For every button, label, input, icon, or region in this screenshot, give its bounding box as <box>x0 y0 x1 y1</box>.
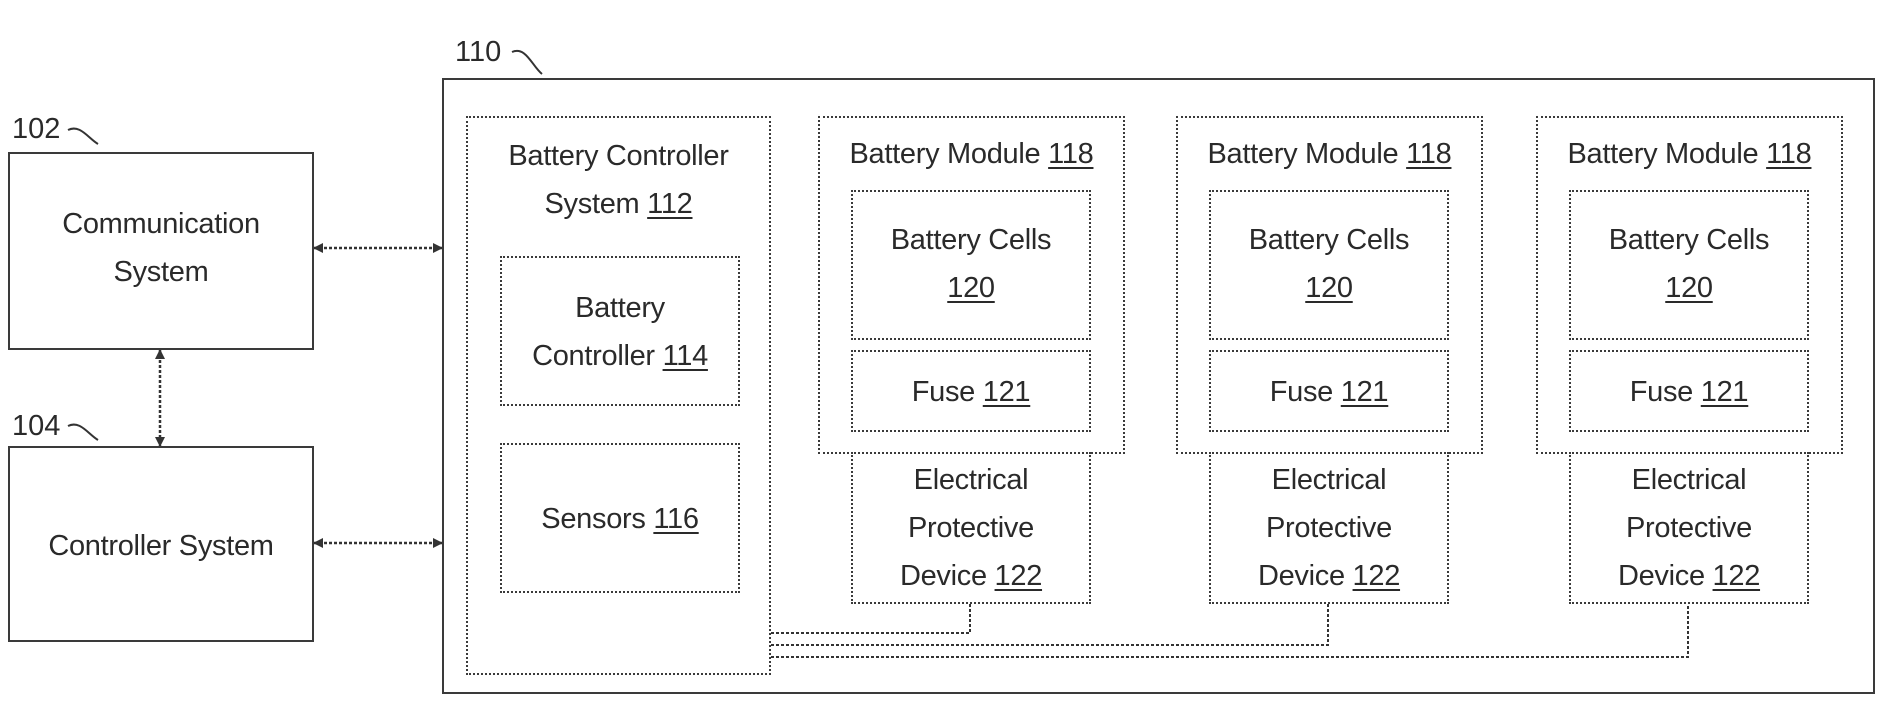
ref-104: 104 <box>12 410 60 443</box>
epd-3: Electrical Protective Device 122 <box>1569 452 1809 604</box>
battery-controller-system-num: 112 <box>647 188 692 220</box>
battery-cells-2: Battery Cells 120 <box>1209 190 1449 340</box>
sensors-box: Sensors 116 <box>500 443 740 593</box>
battery-module-1-title: Battery Module <box>850 138 1041 170</box>
communication-system-label-line1: Communication <box>10 200 312 248</box>
epd-1-line2: Protective <box>853 504 1089 552</box>
battery-module-2-title: Battery Module <box>1208 138 1399 170</box>
ref-102: 102 <box>12 113 60 146</box>
leader-102 <box>68 129 98 144</box>
epd-1: Electrical Protective Device 122 <box>851 452 1091 604</box>
leader-104 <box>68 425 98 440</box>
fuse-2-label: Fuse <box>1270 376 1333 408</box>
battery-module-2-num: 118 <box>1406 138 1451 170</box>
epd-3-line1: Electrical <box>1571 456 1807 504</box>
communication-system-box: Communication System <box>8 152 314 350</box>
battery-module-1-num: 118 <box>1048 138 1093 170</box>
epd-2-line1: Electrical <box>1211 456 1447 504</box>
fuse-1-label: Fuse <box>912 376 975 408</box>
sensors-num: 116 <box>653 503 698 535</box>
epd-3-line3: Device <box>1618 560 1705 592</box>
epd-3-line2: Protective <box>1571 504 1807 552</box>
battery-cells-2-label: Battery Cells <box>1211 216 1447 264</box>
ref-110: 110 <box>455 36 501 69</box>
epd-2-num: 122 <box>1353 560 1401 592</box>
controller-system-box: Controller System <box>8 446 314 642</box>
controller-system-label: Controller System <box>10 522 312 570</box>
battery-cells-2-num: 120 <box>1211 264 1447 312</box>
battery-controller-system-line2: System <box>545 188 640 220</box>
battery-controller-line2: Controller <box>532 340 655 372</box>
fuse-3-num: 121 <box>1701 376 1749 408</box>
epd-2-line2: Protective <box>1211 504 1447 552</box>
epd-2: Electrical Protective Device 122 <box>1209 452 1449 604</box>
battery-cells-1-label: Battery Cells <box>853 216 1089 264</box>
battery-controller-box: Battery Controller 114 <box>500 256 740 406</box>
fuse-1: Fuse 121 <box>851 350 1091 432</box>
fuse-3-label: Fuse <box>1630 376 1693 408</box>
battery-controller-line1: Battery <box>502 284 738 332</box>
epd-1-line1: Electrical <box>853 456 1089 504</box>
epd-2-line3: Device <box>1258 560 1345 592</box>
fuse-1-num: 121 <box>983 376 1031 408</box>
fuse-2-num: 121 <box>1341 376 1389 408</box>
battery-cells-3-num: 120 <box>1571 264 1807 312</box>
leader-110 <box>512 51 542 74</box>
epd-1-num: 122 <box>995 560 1043 592</box>
battery-cells-3-label: Battery Cells <box>1571 216 1807 264</box>
fuse-3: Fuse 121 <box>1569 350 1809 432</box>
battery-controller-system-line1: Battery Controller <box>468 132 769 180</box>
epd-3-num: 122 <box>1713 560 1761 592</box>
battery-cells-1: Battery Cells 120 <box>851 190 1091 340</box>
battery-module-3-num: 118 <box>1766 138 1811 170</box>
battery-controller-num: 114 <box>663 340 708 372</box>
communication-system-label-line2: System <box>10 248 312 296</box>
battery-module-3-title: Battery Module <box>1568 138 1759 170</box>
battery-cells-1-num: 120 <box>853 264 1089 312</box>
fuse-2: Fuse 121 <box>1209 350 1449 432</box>
sensors-label: Sensors <box>541 503 645 535</box>
epd-1-line3: Device <box>900 560 987 592</box>
battery-cells-3: Battery Cells 120 <box>1569 190 1809 340</box>
